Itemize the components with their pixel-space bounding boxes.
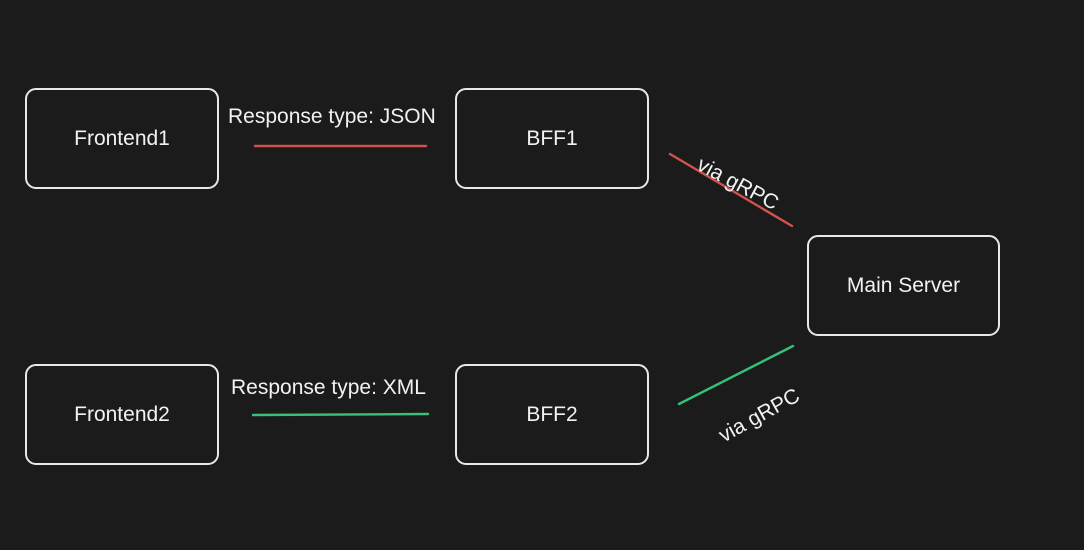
bff1-label: BFF1 bbox=[526, 126, 578, 150]
frontend1-node[interactable]: Frontend1 bbox=[25, 88, 219, 189]
bff2-label: BFF2 bbox=[526, 402, 578, 426]
xml-response-label[interactable]: Response type: XML bbox=[231, 376, 426, 399]
main-server-label: Main Server bbox=[846, 273, 961, 297]
frontend2-node[interactable]: Frontend2 bbox=[25, 364, 219, 465]
bff2-main-server-connector[interactable] bbox=[677, 344, 795, 406]
bff1-node[interactable]: BFF1 bbox=[455, 88, 649, 189]
json-response-label[interactable]: Response type: JSON bbox=[228, 105, 436, 128]
frontend2-label: Frontend2 bbox=[74, 402, 170, 426]
frontend2-bff2-connector[interactable] bbox=[251, 412, 430, 417]
bff1-main-server-connector[interactable] bbox=[668, 152, 794, 228]
frontend1-label: Frontend1 bbox=[74, 126, 170, 150]
bff2-node[interactable]: BFF2 bbox=[455, 364, 649, 465]
main-server-node[interactable]: Main Server bbox=[807, 235, 1000, 336]
